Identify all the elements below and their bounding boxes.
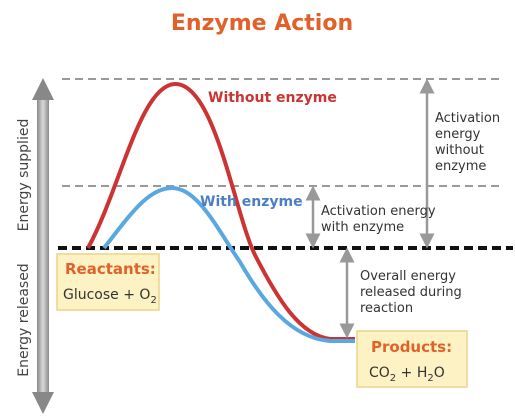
- reactants-text: Glucose + O2: [63, 287, 157, 306]
- svg-text:enzyme: enzyme: [435, 159, 486, 174]
- energy-released-label: Energy released: [16, 263, 32, 376]
- page-title: Enzyme Action: [171, 11, 353, 36]
- overall-energy-text: Overall energy released during reaction: [360, 269, 462, 316]
- svg-text:energy: energy: [435, 127, 481, 142]
- reactants-heading: Reactants:: [65, 260, 156, 278]
- reactants-box: Reactants: Glucose + O2: [56, 253, 160, 311]
- with-enzyme-curve: [102, 185, 355, 343]
- energy-axis-arrow: [32, 78, 54, 414]
- without-enzyme-curve: [86, 81, 355, 341]
- svg-text:Activation energy: Activation energy: [321, 204, 436, 219]
- svg-text:Activation: Activation: [435, 111, 500, 126]
- products-box: Products: CO2 + H2O: [356, 330, 468, 388]
- products-text: CO2 + H2O: [369, 365, 445, 384]
- activation-without-text: Activation energy without enzyme: [435, 111, 500, 174]
- svg-text:without: without: [435, 143, 484, 158]
- svg-text:with enzyme: with enzyme: [321, 220, 404, 235]
- svg-text:released during: released during: [360, 285, 462, 300]
- energy-supplied-label: Energy supplied: [16, 119, 32, 232]
- activation-with-text: Activation energy with enzyme: [321, 204, 436, 235]
- products-heading: Products:: [371, 338, 452, 356]
- without-enzyme-label: Without enzyme: [208, 90, 337, 106]
- with-enzyme-label: With enzyme: [200, 194, 303, 210]
- svg-text:reaction: reaction: [360, 301, 413, 316]
- svg-text:Overall energy: Overall energy: [360, 269, 456, 284]
